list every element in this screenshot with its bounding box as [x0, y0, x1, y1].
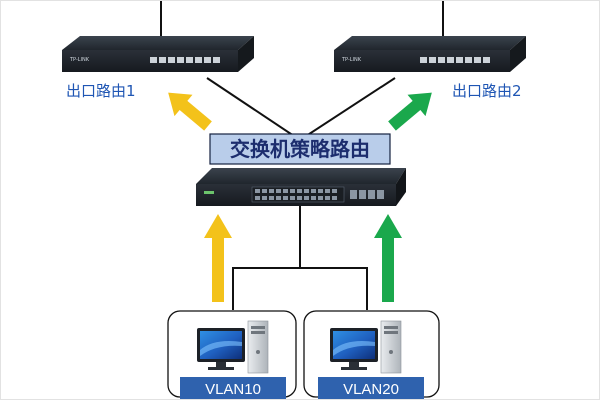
- router-port: [456, 57, 463, 63]
- router-right: TP-LINK: [334, 36, 526, 72]
- switch-port: [269, 196, 274, 200]
- switch-uplink-port: [377, 190, 384, 199]
- switch-port: [283, 189, 288, 193]
- pc-tower-bay: [251, 331, 265, 334]
- network-cables: [160, 0, 444, 310]
- pc-power-button: [389, 350, 393, 354]
- switch-port: [332, 196, 337, 200]
- switch-port: [262, 189, 267, 193]
- router-port: [150, 57, 157, 63]
- switch-port: [262, 196, 267, 200]
- vlan20-label: VLAN20: [343, 381, 399, 398]
- monitor-stand: [349, 362, 359, 367]
- router-port: [438, 57, 445, 63]
- router-left-top: [62, 36, 254, 50]
- switch-port: [297, 196, 302, 200]
- switch-port: [311, 189, 316, 193]
- router-left-ports: [150, 57, 220, 63]
- arrow-up-green-shape: [374, 214, 402, 302]
- arrow-up-yellow-vertical: [204, 214, 232, 302]
- router-port: [420, 57, 427, 63]
- pc-power-button: [256, 350, 260, 354]
- router-left-side: [238, 36, 254, 72]
- router-port: [159, 57, 166, 63]
- switch-ports: [255, 189, 337, 200]
- router-left: TP-LINK: [62, 36, 254, 72]
- router-port: [204, 57, 211, 63]
- router-port: [177, 57, 184, 63]
- arrow-up-right-shape: [388, 92, 432, 131]
- router-port: [447, 57, 454, 63]
- monitor-base: [341, 367, 367, 370]
- switch-uplink-port: [350, 190, 357, 199]
- vlan10-label: VLAN10: [205, 381, 261, 398]
- switch-port: [311, 196, 316, 200]
- monitor-stand: [216, 362, 226, 367]
- router-left-label: 出口路由1: [66, 82, 136, 100]
- pc-tower-bay: [251, 326, 265, 329]
- router-port: [195, 57, 202, 63]
- router-port: [483, 57, 490, 63]
- arrow-up-right-green: [388, 92, 432, 131]
- arrow-up-left-yellow: [168, 92, 212, 131]
- arrow-up-green-vertical: [374, 214, 402, 302]
- cable-to-pc-left: [232, 267, 300, 310]
- switch-port: [325, 196, 330, 200]
- router-port: [186, 57, 193, 63]
- switch-port: [269, 189, 274, 193]
- switch-port: [290, 189, 295, 193]
- router-port: [213, 57, 220, 63]
- arrow-up-yellow-shape: [204, 214, 232, 302]
- switch-port: [283, 196, 288, 200]
- switch-title-box: [209, 133, 391, 165]
- router-port: [168, 57, 175, 63]
- switch-port: [290, 196, 295, 200]
- monitor-base: [208, 367, 234, 370]
- vlan20-group: VLAN20: [303, 310, 440, 399]
- pc-tower-bay: [384, 331, 398, 334]
- vlan10-label-bar: [180, 377, 286, 399]
- switch-port: [325, 189, 330, 193]
- switch-port: [304, 196, 309, 200]
- switch-uplink-port: [359, 190, 366, 199]
- monitor-screen-wave: [333, 341, 375, 356]
- monitor-screen-wave: [200, 341, 242, 356]
- pc-tower-bay: [384, 326, 398, 329]
- router-port: [474, 57, 481, 63]
- arrow-up-left-shape: [168, 92, 212, 131]
- switch-uplink-port: [368, 190, 375, 199]
- switch-port: [332, 189, 337, 193]
- switch-title: 交换机策略路由: [230, 137, 370, 161]
- switch-port: [276, 196, 281, 200]
- cable-switch-to-router-left: [206, 77, 301, 141]
- switch-side: [396, 168, 406, 206]
- cable-switch-to-router-right: [299, 77, 396, 141]
- router-port: [465, 57, 472, 63]
- switch-port: [276, 189, 281, 193]
- vlan10-group: VLAN10: [167, 310, 297, 399]
- switch-port: [255, 189, 260, 193]
- switch-icon: [196, 168, 406, 206]
- router-right-label: 出口路由2: [452, 82, 522, 100]
- switch-port: [304, 189, 309, 193]
- switch-port: [255, 196, 260, 200]
- router-right-ports: [420, 57, 490, 63]
- switch-uplink-ports: [350, 190, 384, 199]
- cable-to-pc-right: [300, 267, 368, 310]
- router-left-brand: TP-LINK: [69, 57, 90, 63]
- router-right-top: [334, 36, 526, 50]
- router-right-side: [510, 36, 526, 72]
- switch-port: [318, 189, 323, 193]
- switch-status-light: [204, 191, 214, 194]
- switch-top: [196, 168, 406, 184]
- desktop-computer-icon: [197, 320, 269, 374]
- router-port: [429, 57, 436, 63]
- desktop-computer-icon: [330, 320, 402, 374]
- vlan20-label-bar: [318, 377, 424, 399]
- switch-port: [318, 196, 323, 200]
- switch-port: [297, 189, 302, 193]
- router-right-brand: TP-LINK: [341, 57, 362, 63]
